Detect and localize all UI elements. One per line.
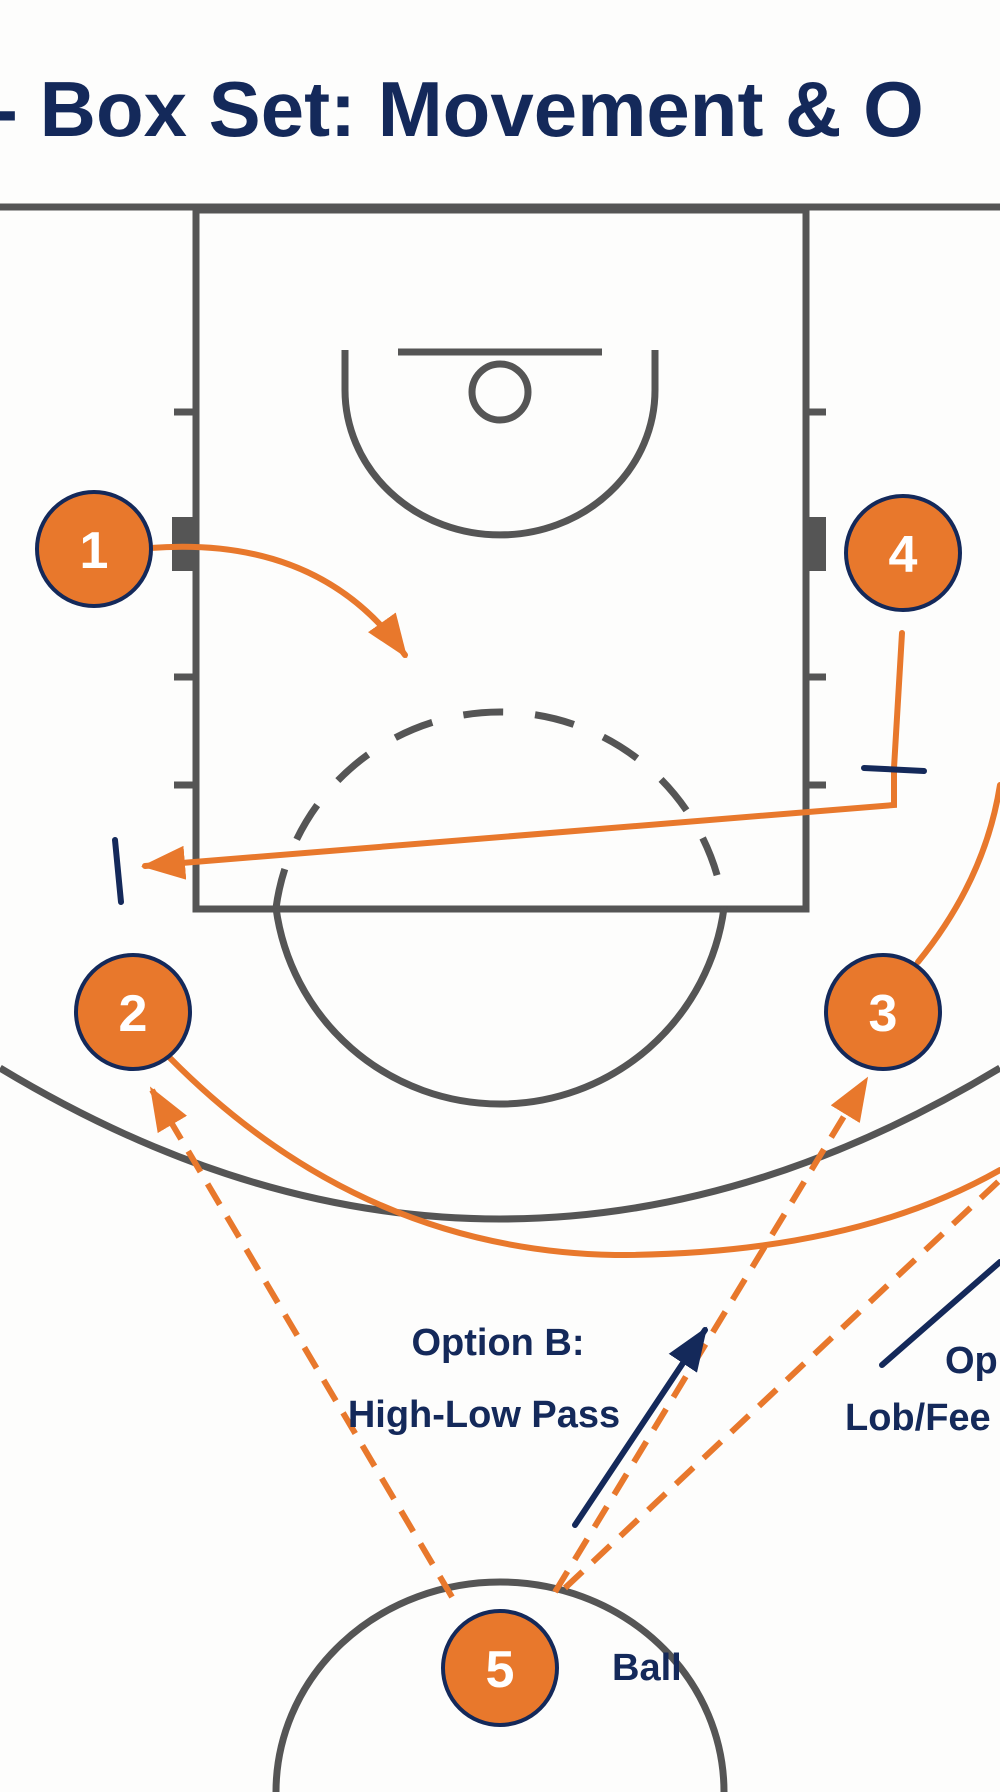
player-5: 5 [441, 1609, 559, 1727]
pass-5-to-wing [562, 1177, 1000, 1591]
cut-3-upper [915, 782, 1000, 965]
three-point-arc [0, 1065, 1000, 1223]
hoop [468, 360, 532, 424]
cut-4-down [891, 630, 905, 771]
lane-top-arc [272, 907, 728, 1108]
cut-across-lane [141, 765, 897, 880]
player-1-label: 1 [80, 522, 109, 580]
screen-left [112, 837, 124, 905]
ball-label: Ball [612, 1647, 682, 1689]
restricted-area [341, 350, 659, 539]
option-b-arrow [572, 1326, 708, 1528]
option-c-title: Op [945, 1340, 998, 1382]
half-court-circle [272, 1578, 728, 1792]
option-b-subtitle: High-Low Pass [348, 1394, 620, 1436]
block-right [806, 517, 826, 571]
player-3-label: 3 [869, 985, 898, 1043]
player-2-label: 2 [119, 985, 148, 1043]
pass-5-to-2 [149, 1086, 455, 1599]
player-4-label: 4 [889, 526, 918, 584]
player-5-label: 5 [486, 1641, 515, 1699]
screen-right [861, 765, 927, 774]
player-2: 2 [74, 953, 192, 1071]
player-4: 4 [844, 494, 962, 612]
cut-2-baseline [167, 1055, 1000, 1259]
lane-dashed-arc [272, 708, 728, 909]
pass-5-to-3 [552, 1076, 869, 1594]
cut-1-to-middle [147, 543, 408, 659]
paint-lane [192, 206, 810, 913]
option-c-arrow [879, 1259, 1000, 1368]
player-1: 1 [35, 490, 153, 608]
option-c-subtitle: Lob/Fee [845, 1397, 991, 1439]
player-3: 3 [824, 953, 942, 1071]
option-b-title: Option B: [411, 1322, 584, 1364]
play-title: - Box Set: Movement & O [0, 65, 924, 153]
